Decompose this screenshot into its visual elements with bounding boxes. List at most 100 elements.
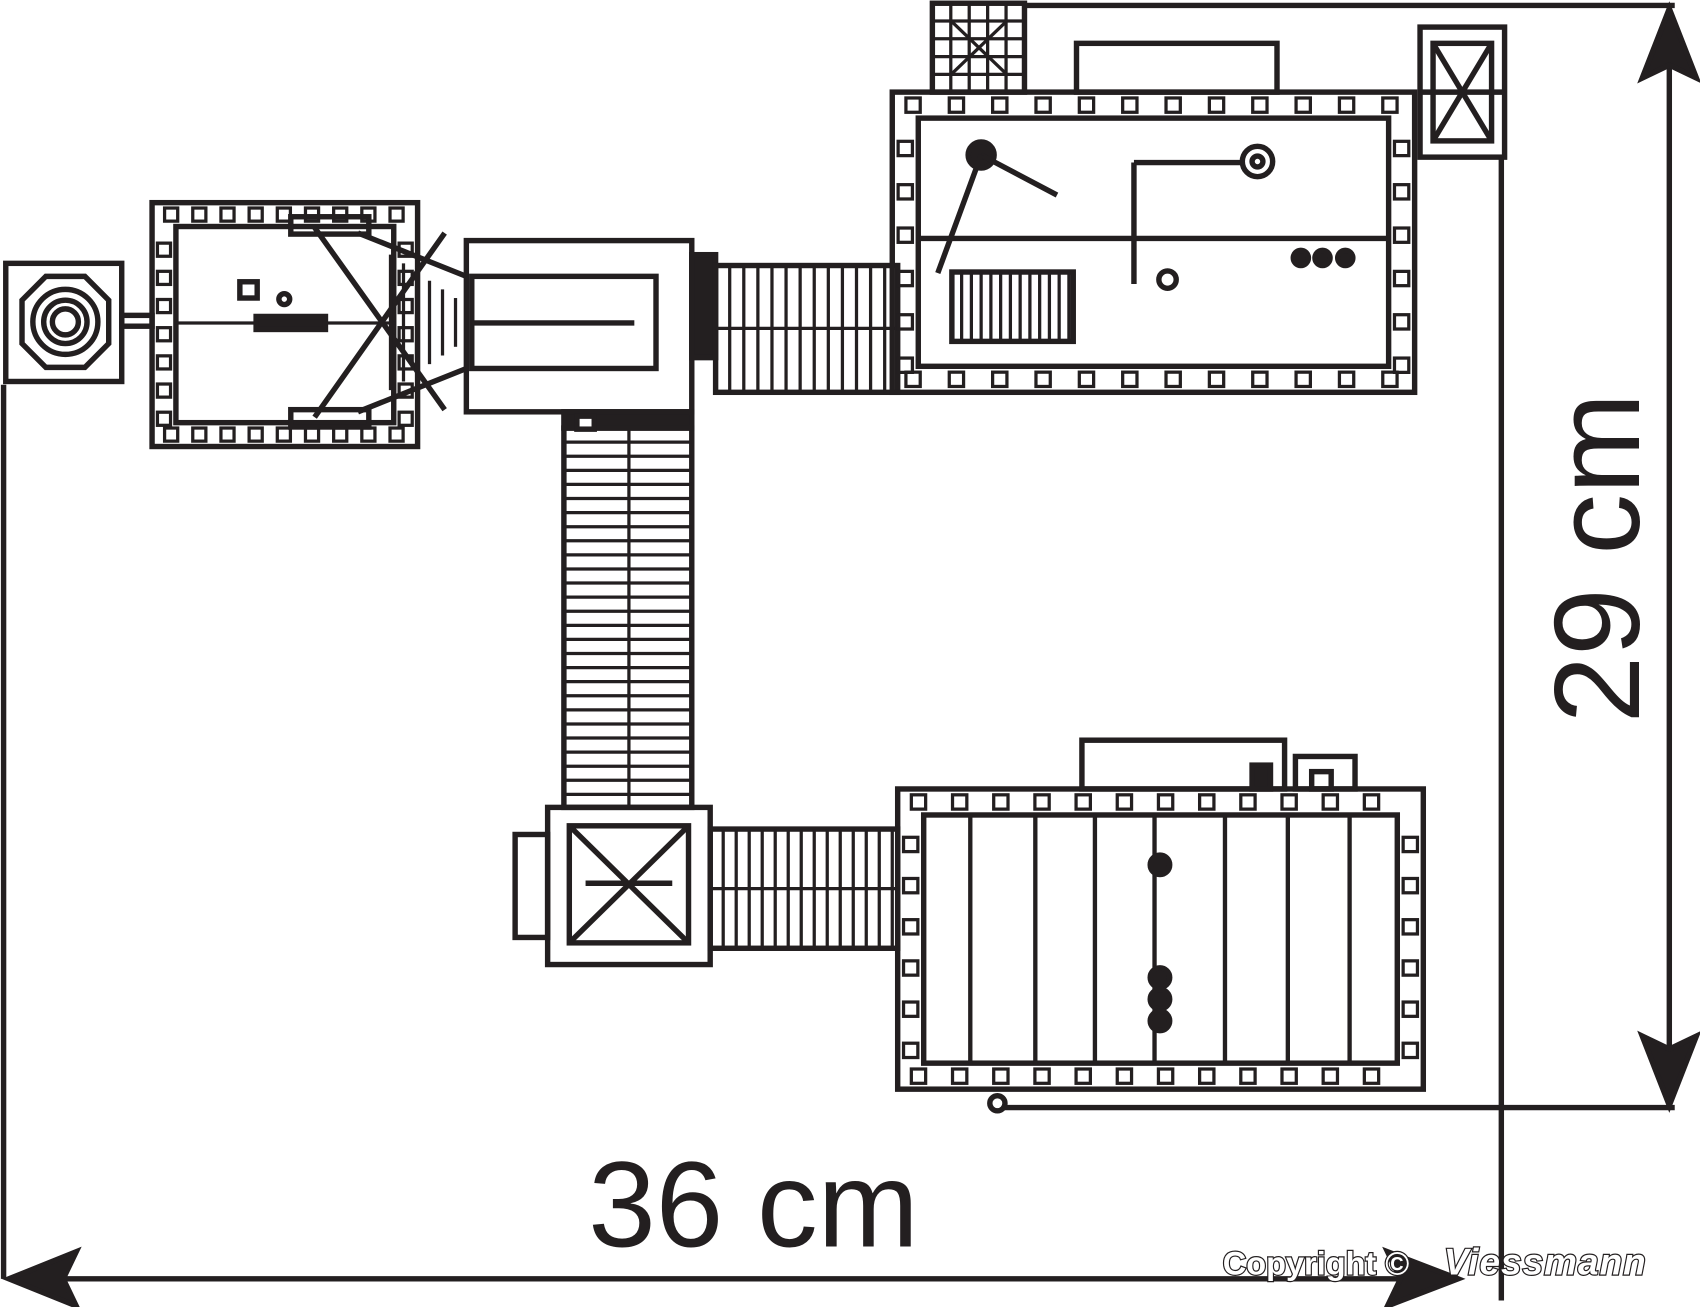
main-building-post xyxy=(1392,313,1411,331)
storage-building-post xyxy=(950,1067,969,1085)
loader-building-post xyxy=(155,326,173,343)
storage-building-post xyxy=(901,918,920,936)
main-building-post xyxy=(1121,370,1139,389)
arrow-up-icon xyxy=(1637,1,1700,84)
loader-dot xyxy=(276,290,293,308)
width-dimension-label: 36 cm xyxy=(588,1136,918,1272)
main-building-post xyxy=(1337,96,1356,114)
loader-building-post xyxy=(155,382,173,399)
storage-building-post xyxy=(1401,959,1420,977)
main-building-post xyxy=(1077,96,1096,114)
turntable-ring xyxy=(30,286,101,358)
storage-vent xyxy=(1249,762,1274,792)
main-building-post xyxy=(1077,370,1096,389)
storage-hook xyxy=(987,1092,1008,1114)
storage-building-post xyxy=(992,793,1010,811)
main-building-post xyxy=(1164,96,1182,114)
main-building-post xyxy=(1392,226,1411,244)
storage-dot xyxy=(1147,965,1173,991)
loader-building-post xyxy=(155,354,173,371)
truss-diag xyxy=(312,226,447,412)
grid-x xyxy=(950,20,1008,75)
storage-roof-unit xyxy=(1079,737,1288,792)
main-building-post xyxy=(1251,96,1269,114)
main-building-outer xyxy=(889,89,1418,396)
loader-building-post xyxy=(191,206,208,223)
loader-building-post xyxy=(397,410,414,427)
storage-building-post xyxy=(901,1000,920,1018)
brand-logo-text: Viessmann xyxy=(1444,1241,1647,1282)
main-building-post xyxy=(904,370,922,389)
main-dot xyxy=(1312,247,1333,269)
storage-building-post xyxy=(1115,1067,1134,1085)
main-building-post xyxy=(1034,370,1052,389)
main-building-post xyxy=(947,370,966,389)
loader-building-post xyxy=(388,206,405,223)
main-building-post xyxy=(1392,139,1411,158)
storage-building-post xyxy=(901,876,920,895)
loader-box xyxy=(237,279,260,301)
storage-building-post xyxy=(1321,1067,1340,1085)
storage-small-inner xyxy=(1308,768,1334,792)
storage-building-post xyxy=(1074,1067,1093,1085)
main-building-post xyxy=(896,313,915,331)
storage-building-post xyxy=(1074,793,1093,811)
main-building-post xyxy=(990,370,1009,389)
loader-building-post xyxy=(155,410,173,427)
main-building-post xyxy=(1207,370,1226,389)
main-arm xyxy=(935,154,984,275)
main-dot xyxy=(1334,247,1356,269)
main-building-inner xyxy=(915,115,1392,370)
storage-dot xyxy=(1147,1008,1173,1034)
truss-arm xyxy=(356,230,468,279)
truss-top xyxy=(288,214,372,237)
arrow-left-icon xyxy=(1,1246,82,1307)
truss-diag xyxy=(312,231,447,419)
storage-building-inner xyxy=(920,812,1401,1066)
storage-building-post xyxy=(901,959,920,977)
main-building-post xyxy=(896,356,915,375)
storage-building-post xyxy=(1401,1000,1420,1018)
roof-unit xyxy=(1073,40,1280,95)
main-building-post xyxy=(1392,183,1411,201)
main-arm xyxy=(979,152,1059,198)
main-building-post xyxy=(1392,269,1411,288)
main-building-post xyxy=(947,96,966,114)
main-building-post xyxy=(896,183,915,201)
loader-building-post xyxy=(155,269,173,287)
storage-building-post xyxy=(909,793,928,811)
loader-building-post xyxy=(155,297,173,315)
loader-building-post xyxy=(155,241,173,258)
drive-shaft xyxy=(119,312,155,329)
loader-building-post xyxy=(388,426,405,443)
main-building-post xyxy=(1121,96,1139,114)
main-building-post xyxy=(1294,370,1313,389)
storage-building-post xyxy=(1033,1067,1051,1085)
main-dot xyxy=(1290,247,1312,269)
loader-building-post xyxy=(247,426,264,443)
loader-building-post xyxy=(219,206,236,223)
storage-building-post xyxy=(1401,876,1420,895)
storage-dot xyxy=(1147,852,1173,878)
main-building-post xyxy=(1034,96,1052,114)
loader-building-post xyxy=(303,426,321,443)
loader-building-post xyxy=(332,426,349,443)
loader-building-post xyxy=(162,206,180,223)
arrow-down-icon xyxy=(1637,1030,1700,1113)
storage-building-post xyxy=(1401,1041,1420,1060)
storage-building-post xyxy=(1280,1067,1298,1085)
storage-building-post xyxy=(1239,1067,1257,1085)
plan-drawing xyxy=(3,0,1508,1114)
main-grate xyxy=(949,269,1076,345)
main-building-post xyxy=(896,226,915,244)
crusher-joint xyxy=(689,251,719,361)
conveyor-head-mark xyxy=(574,413,597,432)
loader-building-post xyxy=(397,326,414,343)
loader-building-post xyxy=(162,426,180,443)
loader-building-post xyxy=(191,426,208,443)
main-tank-core xyxy=(1249,153,1266,170)
arrow-right-icon xyxy=(1382,1246,1466,1307)
main-building-post xyxy=(896,139,915,158)
turntable-hub xyxy=(49,306,82,338)
